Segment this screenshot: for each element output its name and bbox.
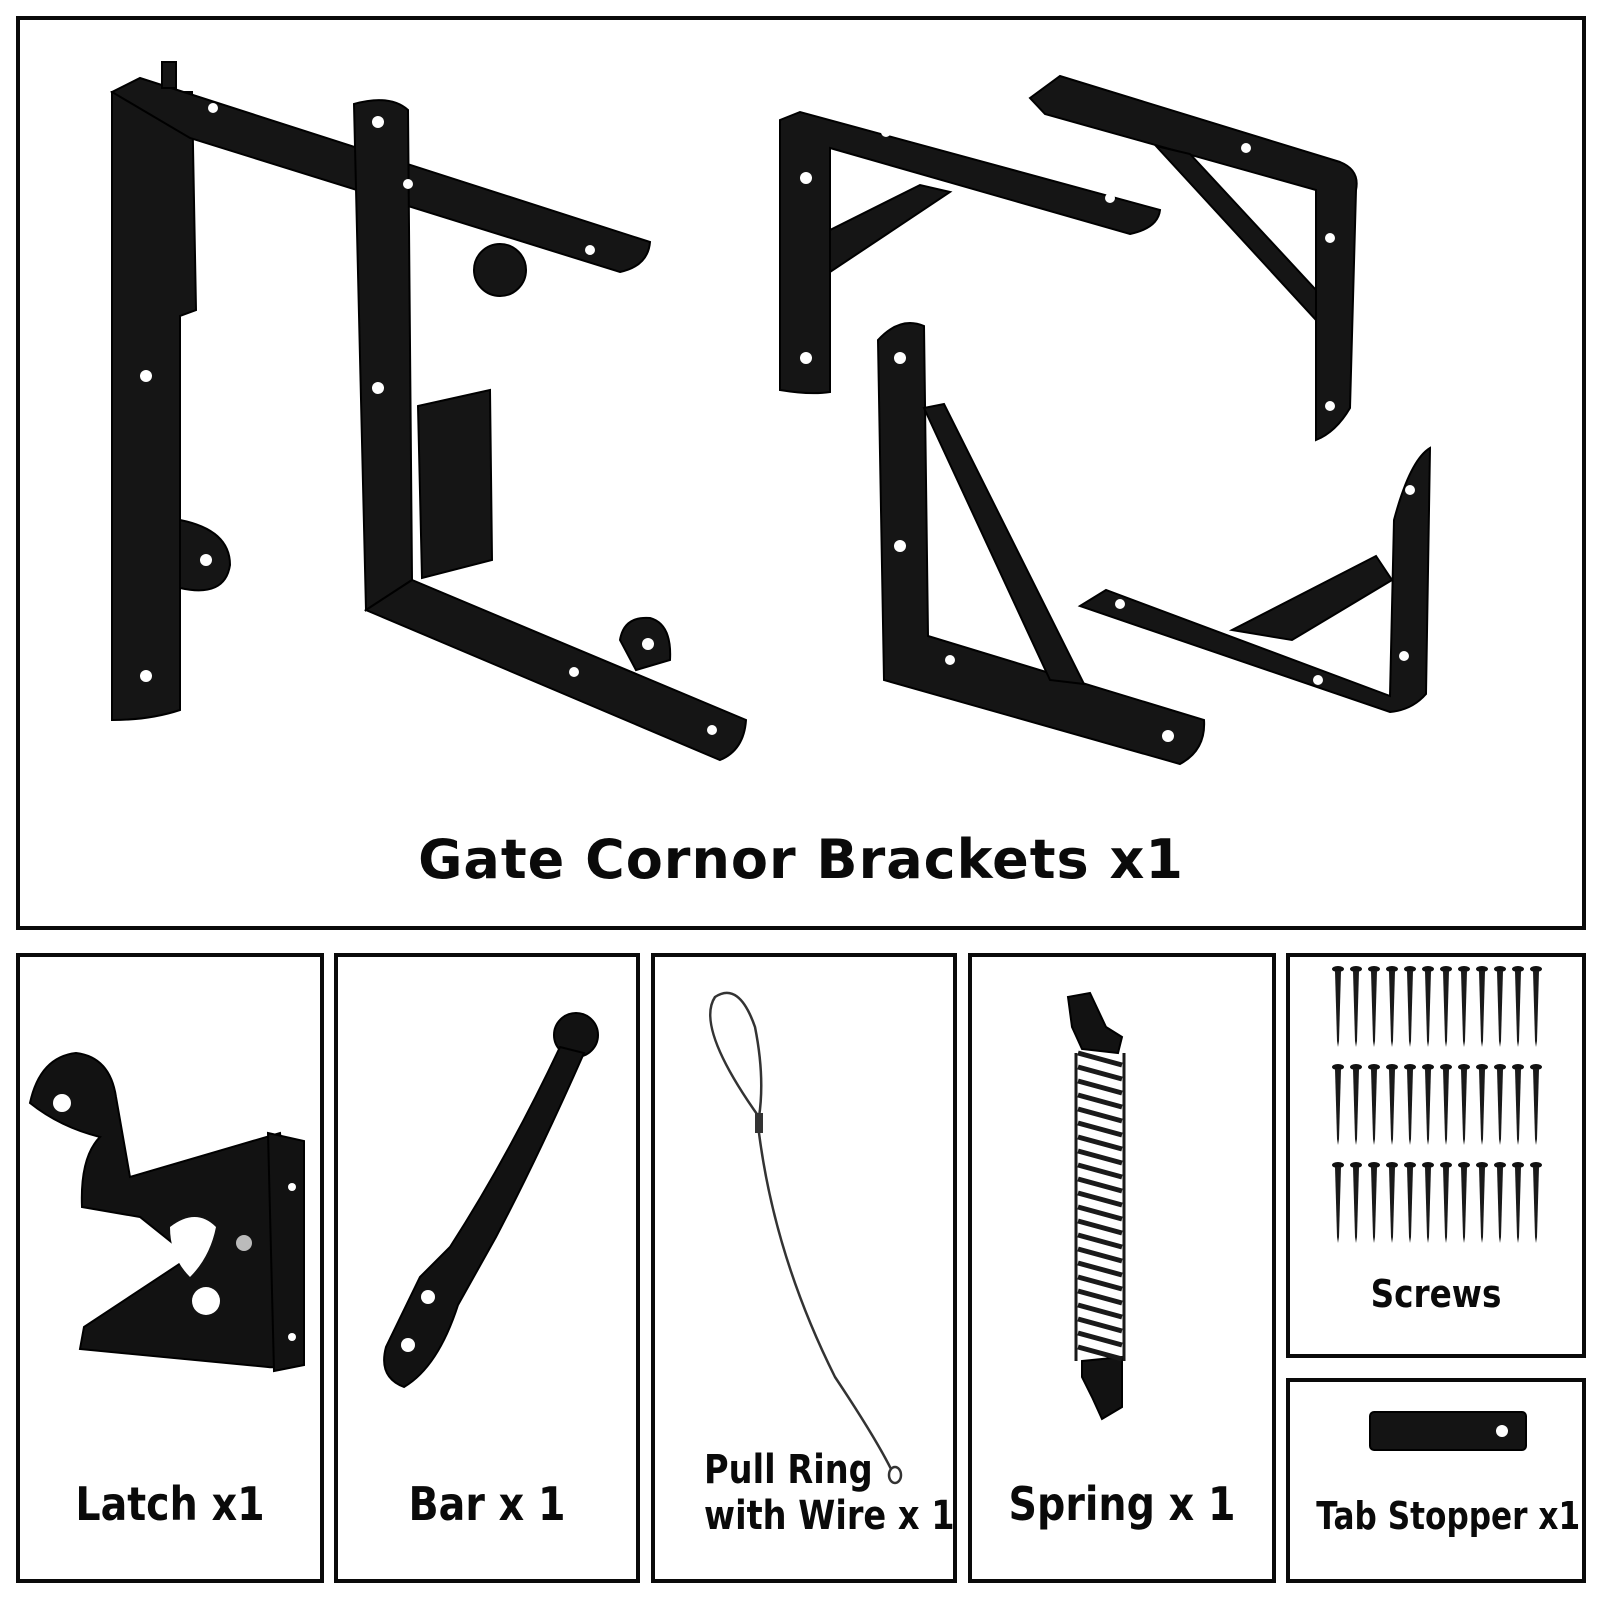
spring-illustration <box>1066 991 1126 1421</box>
lower-horizontal-strap <box>363 578 748 762</box>
pull-ring-illustration <box>709 991 903 1485</box>
screws-label: Screws <box>1370 1272 1502 1316</box>
corner-bracket-3 <box>876 322 1206 766</box>
tab-stopper-illustration <box>1369 1411 1527 1451</box>
corner-bracket-2 <box>1028 74 1358 442</box>
tab-stopper-hole <box>1496 1425 1508 1437</box>
washer <box>473 243 527 297</box>
second-vertical-strap <box>352 99 414 612</box>
corner-bracket-1 <box>779 110 1162 395</box>
pull-ring-label: Pull Ring with Wire x 1 <box>679 1447 955 1539</box>
screws-panel: Screws <box>1286 953 1586 1358</box>
hinge-pin <box>161 61 177 89</box>
pull-ring-label-line1: Pull Ring <box>704 1447 873 1493</box>
corner-bracket-1-brace <box>829 183 953 274</box>
wire-crimp <box>755 1113 763 1133</box>
bar-panel: Bar x 1 <box>334 953 640 1583</box>
corner-bracket-2-brace <box>1153 144 1317 323</box>
pull-ring-panel: Pull Ring with Wire x 1 <box>651 953 957 1583</box>
corner-bracket-4 <box>1077 446 1432 714</box>
corner-bracket-4-brace <box>1228 554 1394 642</box>
spring-top-hook <box>1066 991 1124 1055</box>
bar-label: Bar x 1 <box>408 1477 566 1531</box>
corner-bracket-3-brace <box>922 402 1086 686</box>
gate-corner-brackets-illustration <box>109 61 1432 766</box>
bar-arm <box>383 1045 586 1389</box>
pull-wire <box>757 1117 893 1470</box>
screw-row-2 <box>1332 1064 1542 1145</box>
bar-illustration <box>383 1012 599 1389</box>
spring-bottom-hook <box>1081 1355 1123 1421</box>
wire-end-loop <box>887 1465 903 1485</box>
tab-stopper-panel: Tab Stopper x1 <box>1286 1378 1586 1583</box>
hinge-vertical-strap <box>111 91 198 722</box>
screw-row-3 <box>1332 1162 1542 1243</box>
gate-corner-brackets-panel: Gate Cornor Brackets x1 <box>16 16 1586 930</box>
latch-label: Latch x1 <box>75 1477 265 1531</box>
latch-illustration <box>28 1051 305 1373</box>
spring-label: Spring x 1 <box>1008 1477 1236 1531</box>
pull-ring-loop <box>709 991 763 1121</box>
screw-row-1 <box>1332 966 1542 1047</box>
hinge-plate <box>416 388 494 580</box>
gate-corner-brackets-label: Gate Cornor Brackets x1 <box>418 828 1184 891</box>
tab-stopper-label: Tab Stopper x1 <box>1316 1494 1581 1538</box>
latch-mount-plate <box>266 1131 305 1373</box>
spring-panel: Spring x 1 <box>968 953 1276 1583</box>
latch-panel: Latch x1 <box>16 953 324 1583</box>
spring-coil <box>1074 1050 1126 1362</box>
tab-stopper-plate <box>1369 1411 1527 1451</box>
pull-ring-label-line2: with Wire x 1 <box>704 1493 955 1539</box>
